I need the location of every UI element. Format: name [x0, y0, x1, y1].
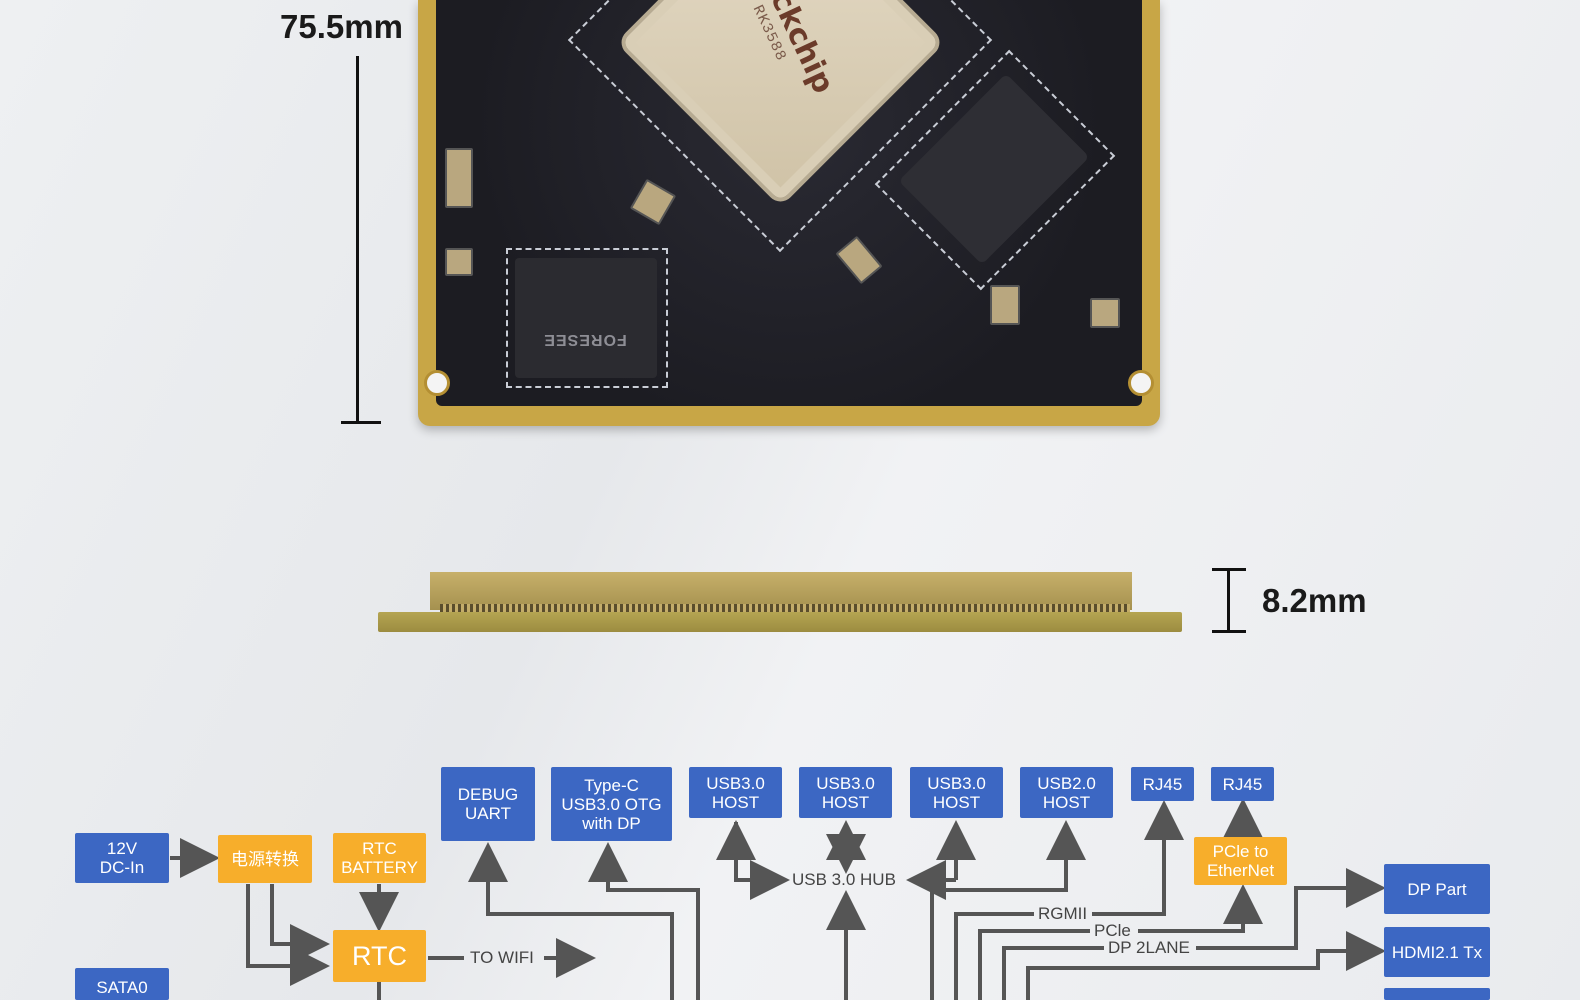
label-dp-2lane: DP 2LANE: [1108, 938, 1190, 957]
block-rtc-battery: RTC BATTERY: [333, 833, 426, 883]
block-dp-part: DP Part: [1384, 864, 1490, 914]
wire-rgmii-a: [954, 912, 1034, 1000]
thickness-dimension-label: 8.2mm: [1262, 582, 1367, 619]
thickness-dimension-cap-top: [1212, 568, 1246, 571]
emmc-chip: [515, 258, 657, 378]
wire-rgmii-b: [1092, 800, 1184, 916]
block-power-conversion: 电源转换: [218, 835, 312, 883]
wire-dp-a: [1002, 946, 1104, 1000]
block-debug-uart: DEBUG UART: [441, 767, 535, 841]
label-to-wifi: TO WIFI: [470, 948, 534, 967]
thickness-dimension-line: [1227, 569, 1230, 631]
passive-components: [445, 148, 473, 208]
label-pcie: PCle: [1094, 921, 1131, 940]
board-side-base: [378, 612, 1182, 632]
board-side-connector: [430, 572, 1132, 610]
block-typec-otg: Type-C USB3.0 OTG with DP: [551, 767, 672, 841]
passive-components: [1090, 298, 1120, 328]
wire-hub-host1: [734, 822, 780, 882]
height-dimension-label: 75.5mm: [280, 8, 403, 45]
block-usb3-host-1: USB3.0 HOST: [689, 767, 782, 818]
label-usb-hub: USB 3.0 HUB: [792, 870, 896, 889]
height-dimension-cap: [341, 421, 381, 424]
thickness-dimension-cap-bottom: [1212, 630, 1246, 633]
block-bottom-right-partial: [1384, 988, 1490, 1000]
wire-power-rtc-2: [246, 884, 330, 986]
board-side-pins: [440, 604, 1130, 612]
block-hdmi-tx: HDMI2.1 Tx: [1384, 927, 1490, 977]
wire-typec: [588, 842, 700, 1000]
mounting-hole-left: [424, 370, 450, 396]
wire-usb2-host: [930, 820, 1086, 1000]
passive-components: [445, 248, 473, 276]
height-dimension-line: [356, 56, 359, 422]
block-rj45-1: RJ45: [1131, 767, 1194, 801]
block-dc-in: 12V DC-In: [75, 833, 169, 883]
block-usb3-host-2: USB3.0 HOST: [799, 767, 892, 818]
label-rgmii: RGMII: [1038, 904, 1088, 923]
block-usb2-host: USB2.0 HOST: [1020, 767, 1113, 818]
mounting-hole-right: [1128, 370, 1154, 396]
wire-debug-uart: [468, 842, 674, 1000]
wire-pcie-b: [1138, 884, 1263, 933]
emmc-keepout-outline: [506, 248, 668, 388]
block-rtc: RTC: [333, 930, 426, 982]
wire-hdmi: [1026, 931, 1386, 1000]
passive-components: [990, 285, 1020, 325]
block-rj45-2: RJ45: [1211, 767, 1274, 801]
wire-pcie-a: [978, 929, 1090, 1000]
block-sata: SATA0: [75, 968, 169, 1000]
wire-dp-b: [1196, 868, 1386, 950]
wire-power-rtc-1: [270, 884, 330, 964]
block-usb3-host-3: USB3.0 HOST: [910, 767, 1003, 818]
block-pcie-to-ethernet: PCle to EtherNet: [1194, 837, 1287, 885]
wire-group: [170, 798, 1386, 1000]
